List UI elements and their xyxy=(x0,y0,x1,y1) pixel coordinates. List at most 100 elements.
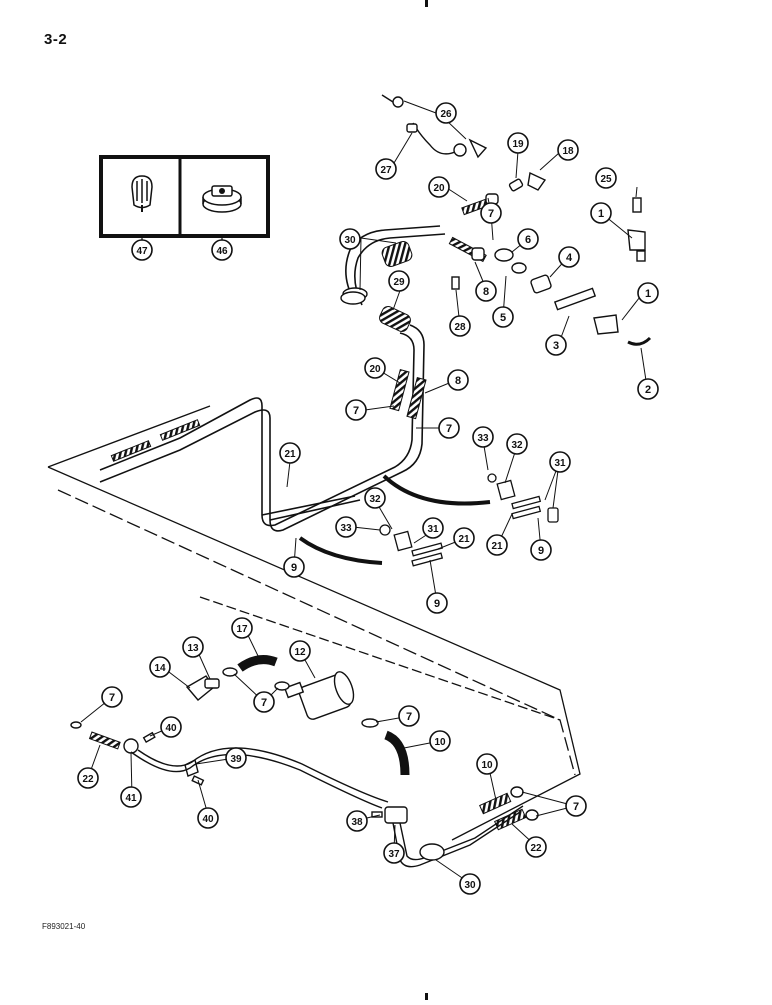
callout-circle xyxy=(435,102,457,124)
callout-number: 2 xyxy=(645,384,651,396)
filter-head-icon xyxy=(202,185,242,213)
hose-sleeves xyxy=(88,197,527,831)
callout-17: 17 xyxy=(231,617,253,639)
callout-circle xyxy=(428,176,450,198)
callout-9: 9 xyxy=(530,539,552,561)
callout-31: 31 xyxy=(549,451,571,473)
callout-circle xyxy=(549,451,571,473)
clip-details xyxy=(298,473,559,567)
callout-number: 20 xyxy=(369,364,381,375)
callout-26: 26 xyxy=(435,102,457,124)
callout-number: 14 xyxy=(154,663,166,674)
callout-13: 13 xyxy=(182,636,204,658)
callout-circle xyxy=(590,202,612,224)
callout-22: 22 xyxy=(525,836,547,858)
callout-circle xyxy=(289,640,311,662)
callout-circle xyxy=(398,705,420,727)
fittings-upper-right xyxy=(340,94,652,346)
inset-callout-circle xyxy=(211,239,233,261)
callout-circle xyxy=(506,433,528,455)
inset-callout-46: 46 xyxy=(216,246,228,257)
callout-circle xyxy=(517,228,539,250)
callout-circle xyxy=(101,686,123,708)
callout-7: 7 xyxy=(438,417,460,439)
callout-number: 40 xyxy=(165,723,177,734)
callout-circle xyxy=(557,139,579,161)
callout-8: 8 xyxy=(475,280,497,302)
callout-7: 7 xyxy=(480,202,502,224)
inset-label-group: 47 46 xyxy=(131,239,233,261)
callout-number: 28 xyxy=(454,322,466,333)
callout-circle xyxy=(346,810,368,832)
callout-number: 9 xyxy=(538,545,544,557)
top-edge-mark xyxy=(425,0,428,7)
callout-number: 10 xyxy=(481,760,493,771)
callout-1: 1 xyxy=(637,282,659,304)
callout-8: 8 xyxy=(447,369,469,391)
callout-circle xyxy=(426,592,448,614)
callout-7: 7 xyxy=(345,399,367,421)
callout-circle xyxy=(637,282,659,304)
callout-circle xyxy=(120,786,142,808)
callout-number: 18 xyxy=(562,146,574,157)
callout-circle xyxy=(77,767,99,789)
callout-circle xyxy=(388,270,410,292)
callout-41: 41 xyxy=(120,786,142,808)
callout-circle xyxy=(383,842,405,864)
callout-number: 21 xyxy=(458,534,470,545)
callout-number: 38 xyxy=(351,817,363,828)
callout-number: 8 xyxy=(455,375,461,387)
callout-number: 27 xyxy=(380,165,392,176)
callout-number: 31 xyxy=(427,524,439,535)
callout-number: 7 xyxy=(109,692,115,704)
callout-number: 1 xyxy=(598,208,604,220)
inset-callout-circle xyxy=(131,239,153,261)
inset-box xyxy=(99,155,270,246)
callout-number: 19 xyxy=(512,139,524,150)
callout-number: 7 xyxy=(446,423,452,435)
callout-number: 21 xyxy=(284,449,296,460)
callout-circle xyxy=(459,873,481,895)
callout-circle xyxy=(339,228,361,250)
callout-20: 20 xyxy=(428,176,450,198)
callout-circle xyxy=(447,369,469,391)
callout-number: 30 xyxy=(344,235,356,246)
callout-circle xyxy=(472,426,494,448)
callout-number: 1 xyxy=(645,288,651,300)
callout-21: 21 xyxy=(453,527,475,549)
callout-circle xyxy=(149,656,171,678)
callout-number: 8 xyxy=(483,286,489,298)
callout-22: 22 xyxy=(77,767,99,789)
callout-number: 22 xyxy=(530,843,542,854)
callout-31: 31 xyxy=(422,517,444,539)
callout-number: 6 xyxy=(525,234,531,246)
callout-number: 9 xyxy=(291,562,297,574)
callout-number: 20 xyxy=(433,183,445,194)
callout-number: 32 xyxy=(511,440,523,451)
callout-number: 21 xyxy=(491,541,503,552)
callout-number: 30 xyxy=(464,880,476,891)
callout-6: 6 xyxy=(517,228,539,250)
callout-circle xyxy=(422,517,444,539)
callout-circle xyxy=(182,636,204,658)
frame-outline xyxy=(47,405,581,841)
callout-33: 33 xyxy=(472,426,494,448)
callout-32: 32 xyxy=(506,433,528,455)
callout-28: 28 xyxy=(449,315,471,337)
callout-circle xyxy=(492,306,514,328)
callout-circle xyxy=(558,246,580,268)
callout-39: 39 xyxy=(225,747,247,769)
callout-circle xyxy=(530,539,552,561)
figure-code: F893021-40 xyxy=(42,922,86,931)
callout-number: 39 xyxy=(230,754,242,765)
callout-circle xyxy=(476,753,498,775)
callout-circle xyxy=(197,807,219,829)
callout-37: 37 xyxy=(383,842,405,864)
callout-number: 41 xyxy=(125,793,137,804)
callout-number: 31 xyxy=(554,458,566,469)
callout-circle xyxy=(375,158,397,180)
callout-5: 5 xyxy=(492,306,514,328)
callout-number: 33 xyxy=(340,523,352,534)
callout-number: 25 xyxy=(600,174,612,185)
callout-32: 32 xyxy=(364,487,386,509)
